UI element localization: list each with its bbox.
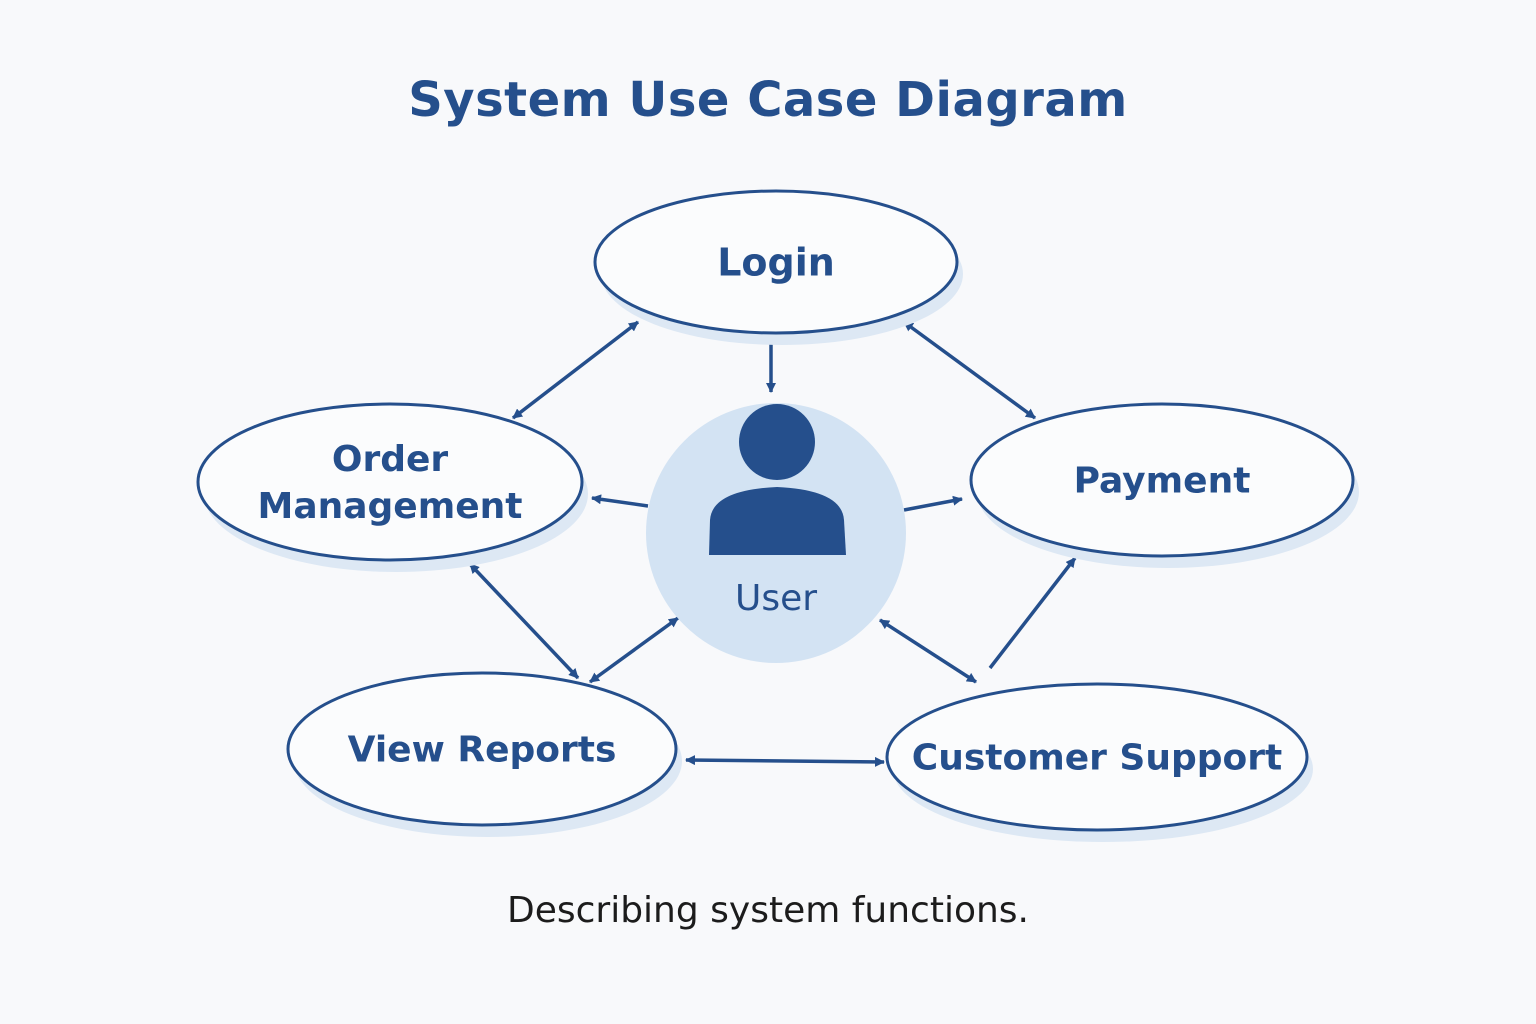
use-case-payment[interactable]: Payment [969,402,1359,568]
use-case-ellipse [885,682,1309,832]
diagram-title: System Use Case Diagram [408,72,1128,128]
connections-layer [468,320,1077,767]
connection-login-to-payment [902,320,1037,420]
actor-user[interactable]: User [646,403,906,663]
use-case-view-reports[interactable]: View Reports [286,671,682,837]
use-case-ellipse [196,402,584,562]
connection-login-to-order-management [511,320,640,420]
connection-user-to-order-management [591,494,649,508]
use-case-ellipse [286,671,678,827]
connection-user-to-payment [903,495,963,512]
use-case-login[interactable]: Login [593,189,963,345]
connection-view-reports-to-customer-support [685,755,885,767]
use-case-label: Management [258,486,523,527]
use-case-label: Payment [1074,461,1251,502]
use-case-label: Order [332,439,449,480]
use-case-label: View Reports [348,730,617,771]
connection-user-to-customer-support [879,618,977,684]
use-case-label: Customer Support [912,738,1282,779]
connection-order-management-to-view-reports [468,562,580,680]
person-icon [709,404,846,555]
connection-user-to-view-reports [588,616,680,684]
use-case-ellipse [969,402,1355,558]
diagram-caption: Describing system functions. [506,890,1030,931]
actor-label: User [735,578,817,619]
connection-customer-support-to-payment [988,556,1077,670]
use-case-customer-support[interactable]: Customer Support [885,682,1313,842]
use-case-ellipse [593,189,959,335]
use-case-label: Login [717,240,835,284]
